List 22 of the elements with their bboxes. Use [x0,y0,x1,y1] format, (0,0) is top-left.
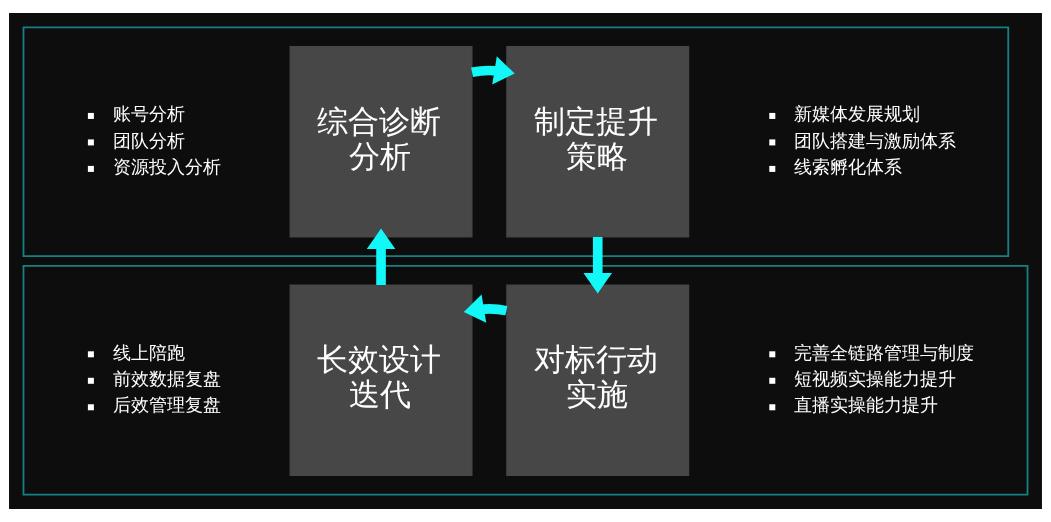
cluster [22,264,1029,496]
node-label: 账号分析 [112,103,185,125]
node-label: 后效管理复盘 [112,394,221,416]
node-label: 完善全链路管理与制度 [793,341,974,363]
node-label: 短视频实操能力提升 [793,368,956,389]
node-label: 团队分析 [112,129,185,151]
node-label: 资源投入分析 [112,156,221,178]
node-box: 制定提升策略 [506,46,690,238]
node-label: 新媒体发展规划 [793,103,920,125]
node-label: 直播实操能力提升 [793,394,938,416]
node-box: 对标行动实施 [506,284,690,476]
arrow [463,294,508,323]
node-label: 线索孵化体系 [793,156,902,178]
node-label: 线上陪跑 [112,341,185,363]
arrow [583,236,613,294]
arrow [471,56,515,85]
node-label: 前效数据复盘 [112,368,221,389]
arrow [366,228,396,285]
node-box: 长效设计迭代 [289,284,473,476]
node-label: 团队搭建与激励体系 [793,129,956,151]
node-box: 综合诊断分析 [289,46,473,238]
cluster [22,26,1010,258]
